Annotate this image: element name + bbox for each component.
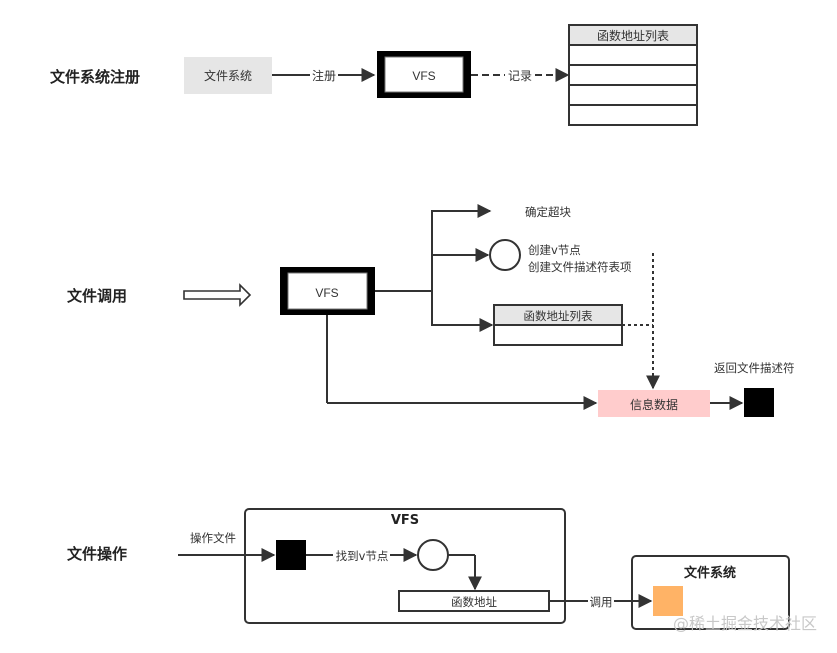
function-address-table-call: 函数地址列表 xyxy=(493,304,623,346)
find-vnode-arrow: 找到v节点 xyxy=(306,548,418,563)
record-arrow-label: 记录 xyxy=(508,69,532,83)
info-data-label: 信息数据 xyxy=(630,397,678,412)
find-vnode-label: 找到v节点 xyxy=(336,549,389,563)
vfs-box-call[interactable]: VFS xyxy=(280,267,375,315)
filesystem-box[interactable]: 文件系统 xyxy=(184,57,272,94)
section-title-operate: 文件操作 xyxy=(67,545,127,563)
return-fd-label: 返回文件描述符 xyxy=(714,361,795,375)
table-header-call: 函数地址列表 xyxy=(524,309,593,323)
call-arrow-label: 调用 xyxy=(590,595,613,609)
function-address-label: 函数地址 xyxy=(451,595,497,609)
function-address-table-register: 函数地址列表 xyxy=(568,24,698,126)
section-register: 文件系统注册 文件系统 注册 VFS 记录 函数地址列表 xyxy=(50,24,698,126)
create-fd-entry-label: 创建文件描述符表项 xyxy=(528,260,632,274)
section-operate: 文件操作 操作文件 VFS 找到v节点 函数地址 调用 xyxy=(67,508,790,630)
info-data-box[interactable]: 信息数据 xyxy=(598,390,710,417)
section-title-register: 文件系统注册 xyxy=(50,68,140,86)
vfs-box-register-label: VFS xyxy=(412,69,435,83)
vfs-box-register[interactable]: VFS xyxy=(377,51,471,98)
record-dashed-arrow: 记录 xyxy=(471,68,570,83)
filesystem-box-label: 文件系统 xyxy=(204,68,252,83)
table-header-register: 函数地址列表 xyxy=(597,28,669,43)
section-title-call: 文件调用 xyxy=(67,287,127,305)
filesystem-container[interactable]: 文件系统 xyxy=(631,555,790,630)
hollow-arrow-icon xyxy=(183,283,252,307)
register-arrow: 注册 xyxy=(272,68,376,83)
vnode-circle-operate[interactable] xyxy=(417,539,449,571)
vfs-box-call-label: VFS xyxy=(315,286,338,300)
vfs-container-title: VFS xyxy=(391,513,419,528)
filesystem-function-block[interactable] xyxy=(653,586,683,616)
file-descriptor-block[interactable] xyxy=(744,388,774,417)
vfs-container[interactable]: VFS xyxy=(244,508,566,624)
vnode-to-func-connector xyxy=(448,554,482,591)
file-descriptor-input-block[interactable] xyxy=(276,540,306,570)
determine-superblock-label: 确定超块 xyxy=(525,205,571,219)
watermark: @稀土掘金技术社区 xyxy=(673,614,817,633)
section-call: 文件调用 VFS 确定超块 创建v节点 创建文件描述符表项 xyxy=(67,204,795,417)
create-vnode-label: 创建v节点 xyxy=(528,243,581,257)
function-address-box[interactable]: 函数地址 xyxy=(398,590,550,612)
vnode-circle[interactable] xyxy=(489,239,521,271)
register-arrow-label: 注册 xyxy=(312,68,336,83)
dotted-connectors xyxy=(622,253,660,390)
operate-file-label: 操作文件 xyxy=(190,531,236,545)
filesystem-container-title: 文件系统 xyxy=(684,565,736,581)
branch-connectors xyxy=(326,204,598,410)
